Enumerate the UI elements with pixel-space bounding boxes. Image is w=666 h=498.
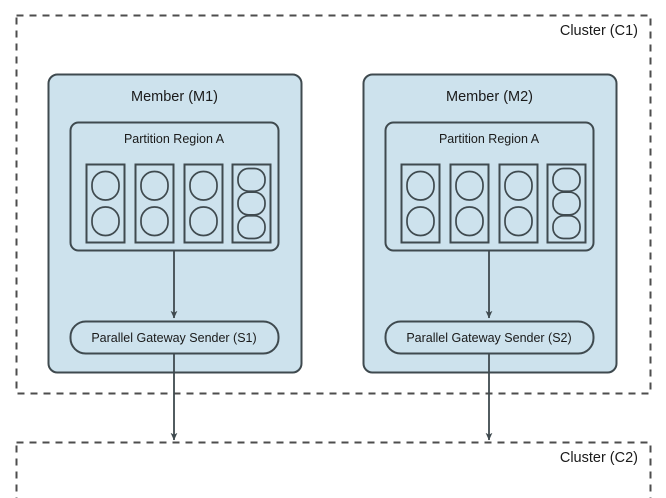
member-m1-sender-label: Parallel Gateway Sender (S1) — [91, 331, 257, 345]
member-m1-bucket-3-entry-1 — [189, 170, 218, 201]
member-m2-bucket-4-entry-3 — [552, 214, 581, 240]
member-m2-bucket-1-entry-2 — [406, 206, 435, 237]
member-m2-region-label: Partition Region A — [438, 132, 540, 146]
member-m2-sender-label: Parallel Gateway Sender (S2) — [406, 331, 572, 345]
member-m1-region-label: Partition Region A — [123, 132, 225, 146]
member-m2-bucket-2-entry-1 — [455, 170, 484, 201]
member-m2-bucket-2-entry-2 — [455, 206, 484, 237]
member-m1-bucket-4-entry-3 — [237, 214, 266, 240]
member-m2-partition-region-box[interactable] — [385, 122, 593, 250]
cluster-c2-box[interactable] — [16, 442, 650, 498]
member-m1-label: Member (M1) — [130, 89, 218, 105]
cluster-c2-boundary — [15, 441, 652, 498]
member-m2-gateway-sender-box[interactable] — [385, 321, 593, 353]
member-m1-partition-region-box[interactable] — [70, 122, 278, 250]
member-m2-label: Member (M2) — [445, 89, 533, 105]
member-m2-bucket-4-entry-2 — [552, 191, 581, 216]
member-m2-bucket-1-entry-1 — [406, 170, 435, 201]
member-m1-bucket-4-entry-2 — [237, 191, 266, 216]
member-m1-bucket-2-entry-1 — [140, 170, 169, 201]
member-m1-bucket-3-entry-2 — [189, 206, 218, 237]
member-m2-bucket-3-entry-2 — [504, 206, 533, 237]
member-m2-bucket-3-entry-1 — [504, 170, 533, 201]
member-m1-bucket-1-entry-2 — [91, 206, 120, 237]
cluster-c1-label: Cluster (C1) — [559, 23, 638, 39]
member-m1-bucket-4-entry-1 — [237, 167, 266, 193]
member-m2-bucket-4-entry-1 — [552, 167, 581, 193]
member-m1-bucket-2-entry-2 — [140, 206, 169, 237]
member-m1-bucket-1-entry-1 — [91, 170, 120, 201]
member-m1-gateway-sender-box[interactable] — [70, 321, 278, 353]
cluster-c2-label: Cluster (C2) — [559, 450, 638, 466]
cluster-c1-boundary — [15, 14, 652, 395]
